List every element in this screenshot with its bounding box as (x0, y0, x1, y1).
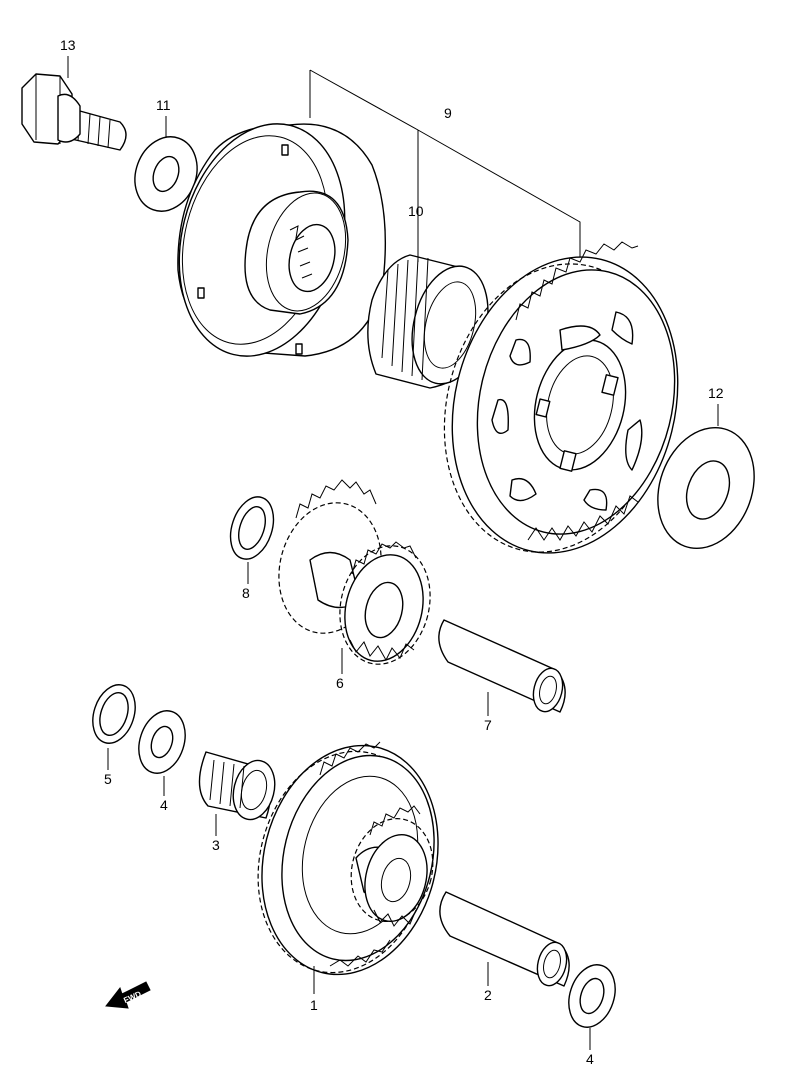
part-9-clutch-housing (177, 123, 387, 357)
part-2-shaft (439, 891, 570, 987)
fwd-arrow-icon: FWD (105, 981, 151, 1009)
callout-2: 2 (484, 987, 492, 1003)
callout-13: 13 (60, 37, 76, 53)
callout-5: 5 (104, 771, 112, 787)
callout-8: 8 (242, 585, 250, 601)
callout-12: 12 (708, 385, 724, 401)
part-1-primary-gear (257, 741, 439, 976)
callout-1: 1 (310, 997, 318, 1013)
part-12-washer (657, 426, 755, 550)
fwd-label: FWD (122, 989, 143, 1005)
callout-3: 3 (212, 837, 220, 853)
part-8-washer (229, 496, 275, 560)
callout-7: 7 (484, 717, 492, 733)
callout-11: 11 (156, 97, 171, 113)
part-9-driven-gear (443, 241, 679, 554)
part-6-idle-gear (278, 479, 431, 665)
part-4-washer-upper (138, 710, 186, 774)
part-4-washer-lower (568, 964, 616, 1028)
callout-4-upper: 4 (160, 797, 168, 813)
callout-6: 6 (336, 675, 344, 691)
callout-9: 9 (444, 105, 452, 121)
part-7-shaft (438, 619, 566, 713)
leader-9-bracket (309, 69, 581, 258)
part-13-bolt (21, 73, 127, 151)
callout-4-lower: 4 (586, 1051, 594, 1067)
callout-10: 10 (408, 203, 424, 219)
part-11-washer (134, 136, 198, 212)
part-3-needle-bearing (198, 751, 276, 821)
part-5-washer (92, 684, 136, 744)
